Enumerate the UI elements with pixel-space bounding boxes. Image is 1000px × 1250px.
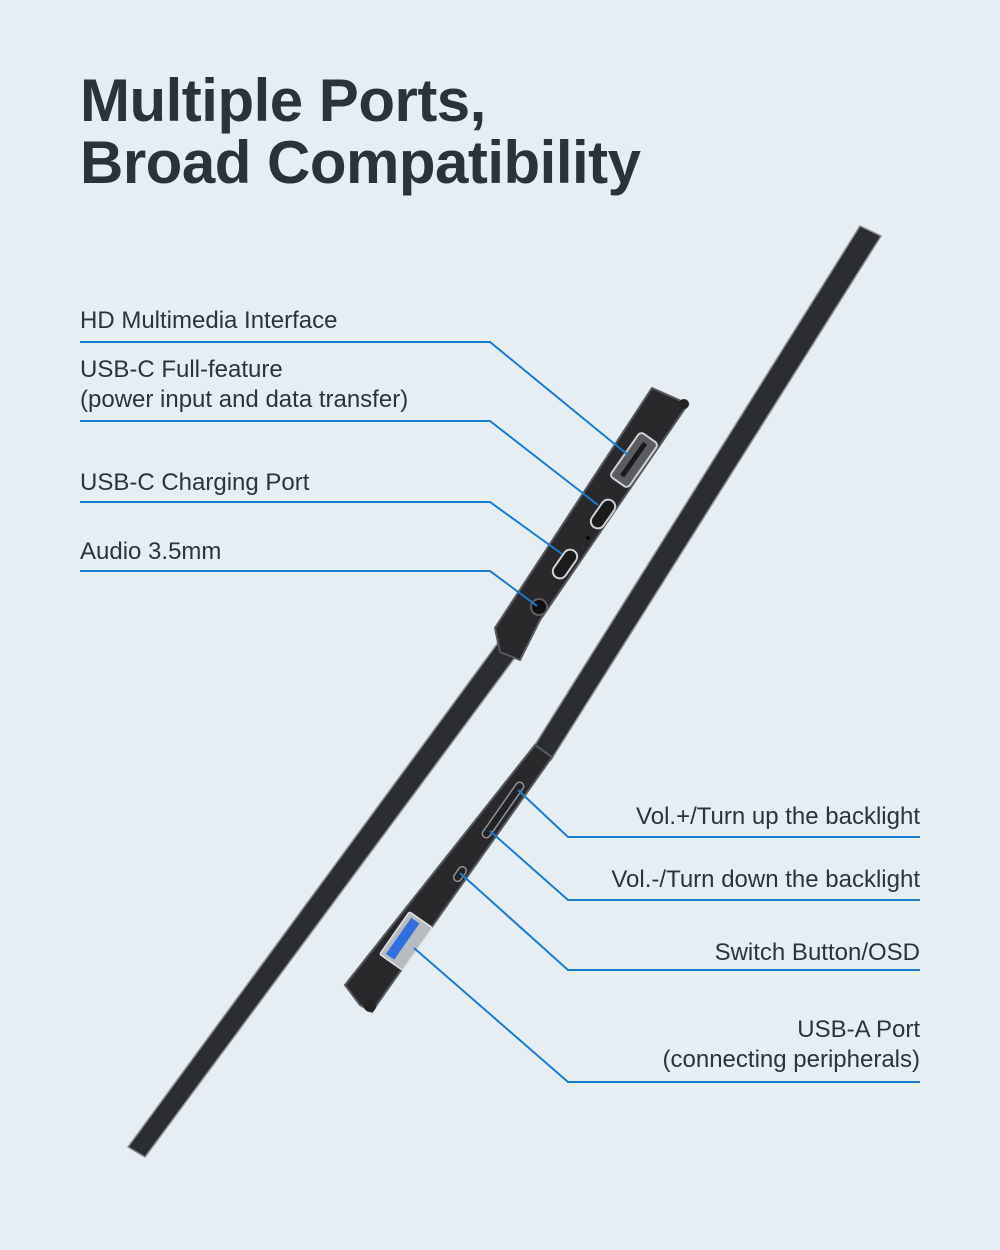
label-audio: Audio 3.5mm [80, 538, 222, 565]
label-vol-up: Vol.+/Turn up the backlight [636, 803, 920, 830]
label-usb-a-title: USB-A Port [797, 1016, 920, 1043]
label-usb-c-full-feature: USB-C Full-feature (power input and data… [80, 355, 408, 415]
title-line-1: Multiple Ports, [80, 67, 486, 134]
page-title: Multiple Ports, Broad Compatibility [80, 70, 641, 194]
monitor-front-bar [126, 634, 524, 1158]
leader-hdmi [80, 341, 629, 456]
label-hdmi: HD Multimedia Interface [80, 307, 338, 334]
usb-a-port-icon [379, 911, 433, 971]
label-usb-a-sub: (connecting peripherals) [662, 1046, 920, 1073]
label-usb-c-full-feature-title: USB-C Full-feature [80, 356, 283, 383]
label-usb-c-full-feature-sub: (power input and data transfer) [80, 386, 409, 413]
leader-usb-c-charging [80, 501, 563, 555]
label-vol-down: Vol.-/Turn down the backlight [611, 866, 920, 893]
leader-vol-down [489, 830, 920, 901]
volume-rocker-icon [481, 781, 525, 839]
leader-switch [459, 872, 920, 971]
label-usb-a: USB-A Port (connecting peripherals) [663, 1015, 920, 1075]
leader-vol-up [517, 789, 920, 838]
audio-jack-icon [530, 598, 548, 616]
usb-c-charging-port-icon [551, 548, 579, 580]
label-usb-c-charging: USB-C Charging Port [80, 469, 310, 496]
label-switch-osd: Switch Button/OSD [714, 939, 920, 966]
leader-usb-c-full [80, 420, 599, 506]
usb-c-full-feature-port-icon [589, 498, 617, 530]
title-line-2: Broad Compatibility [80, 129, 641, 196]
leader-usb-a [413, 947, 920, 1083]
leader-audio [80, 570, 538, 607]
